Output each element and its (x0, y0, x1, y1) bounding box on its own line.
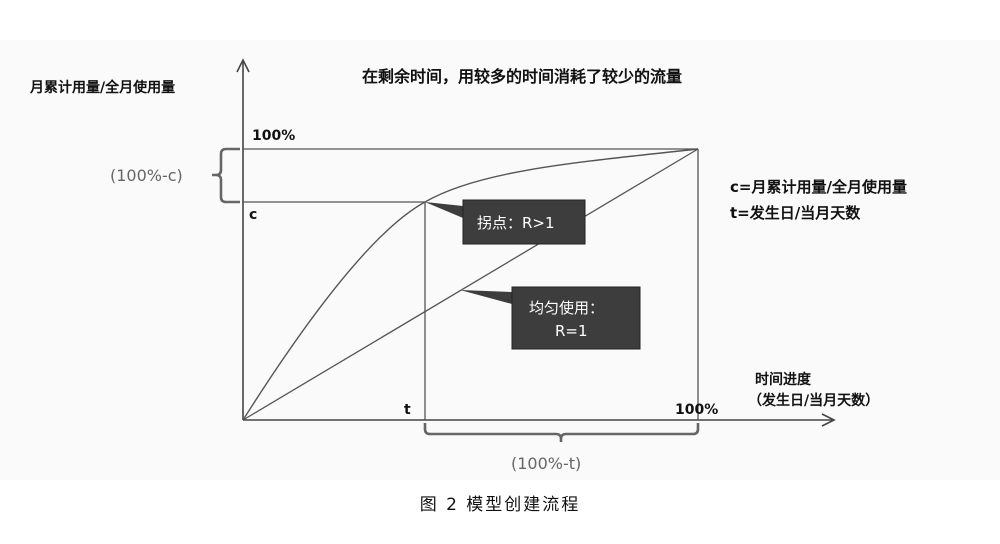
callout-uniform-text-line2: R=1 (555, 322, 588, 340)
x-axis-label-line1: 时间进度 (755, 371, 812, 388)
y-axis-arrow-icon (236, 58, 250, 73)
callout-inflection-pointer (425, 202, 463, 218)
tick-label-100-y: 100% (252, 128, 295, 144)
uniform-usage-line (242, 148, 699, 421)
brace-c-icon (212, 147, 240, 204)
tick-label-100-x: 100% (675, 402, 718, 418)
x-axis-label-line2: （发生日/当月天数） (748, 392, 879, 409)
callout-inflection: 拐点：R>1 (425, 199, 586, 245)
callout-uniform-box (511, 286, 641, 350)
cumulative-usage-curve (242, 148, 699, 421)
brace-t-label: (100%-t) (511, 454, 581, 473)
definition-t: t=发生日/当月天数 (730, 204, 861, 222)
callout-inflection-text: 拐点：R>1 (477, 214, 555, 232)
callout-uniform: 均匀使用： R=1 (460, 286, 641, 350)
tick-label-c: c (249, 207, 257, 223)
callout-uniform-pointer (460, 290, 512, 304)
tick-label-t: t (404, 402, 411, 418)
definition-c: c=月累计用量/全月使用量 (730, 178, 907, 196)
callout-uniform-text-line1: 均匀使用： (529, 299, 604, 317)
callout-inflection-box (462, 199, 586, 245)
figure-caption: 图 2 模型创建流程 (419, 495, 581, 515)
brace-t-icon (423, 423, 700, 442)
brace-c-label: (100%-c) (110, 166, 183, 185)
y-axis-label: 月累计用量/全月使用量 (29, 79, 175, 96)
headline-text: 在剩余时间，用较多的时间消耗了较少的流量 (362, 67, 682, 86)
x-axis-arrow-icon (821, 413, 836, 427)
figure-background (0, 40, 1000, 480)
